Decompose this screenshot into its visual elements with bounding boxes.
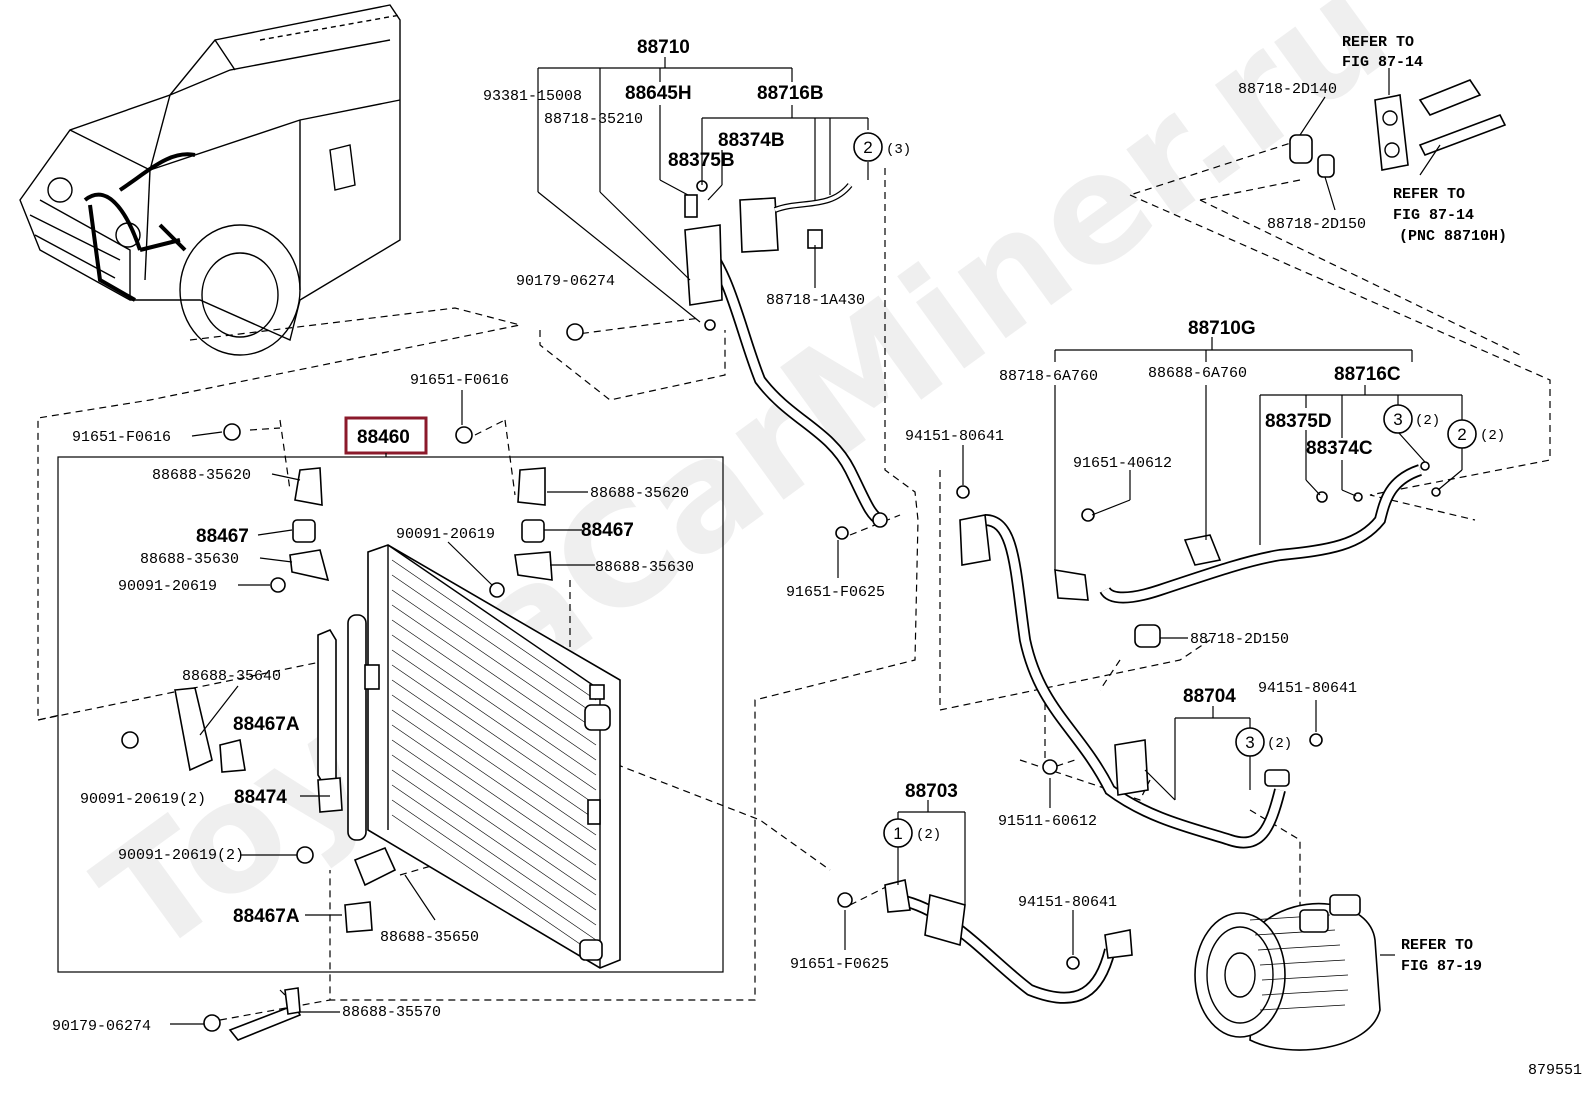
part-label-90179-06274[interactable]: 90179-06274 xyxy=(52,1018,151,1035)
part-label-88716b[interactable]: 88716B xyxy=(757,83,824,104)
hose-88704 xyxy=(956,485,1323,849)
refer-note-line[interactable]: FIG 87-14 xyxy=(1342,54,1423,71)
vehicle-illustration xyxy=(19,4,401,356)
part-label-91651-f0616[interactable]: 91651-F0616 xyxy=(72,429,171,446)
part-label-88688-35630[interactable]: 88688-35630 xyxy=(595,559,694,576)
part-labels: 88710 93381-15008 88645H 88716B 88718-35… xyxy=(52,37,1505,1035)
part-label-88704[interactable]: 88704 xyxy=(1183,686,1236,707)
part-label-88688-6a760[interactable]: 88688-6A760 xyxy=(1148,365,1247,382)
part-label-88474[interactable]: 88474 xyxy=(234,787,287,808)
figure-id: 879551 xyxy=(1528,1062,1582,1079)
part-label-88688-35620[interactable]: 88688-35620 xyxy=(152,467,251,484)
refer-note-line[interactable]: (PNC 88710H) xyxy=(1399,228,1507,245)
part-label-94151-80641[interactable]: 94151-80641 xyxy=(1258,680,1357,697)
svg-text:2: 2 xyxy=(863,138,872,157)
qty-label: (2) xyxy=(1415,413,1440,429)
circle-ref-1: 1 xyxy=(883,818,913,848)
circle-ref-2: 2 xyxy=(853,132,883,162)
refer-to-notes: REFER TO FIG 87-14 REFER TO FIG 87-14 (P… xyxy=(1342,34,1507,975)
circle-ref-3: 3 xyxy=(1383,404,1413,434)
part-label-88467a[interactable]: 88467A xyxy=(233,906,300,927)
part-label-91651-f0625[interactable]: 91651-F0625 xyxy=(786,584,885,601)
svg-text:1: 1 xyxy=(893,824,902,843)
leader-lines xyxy=(170,57,1463,1025)
refer-note-line[interactable]: FIG 87-19 xyxy=(1401,958,1482,975)
part-label-91511-60612[interactable]: 91511-60612 xyxy=(998,813,1097,830)
part-label-88718-2d150[interactable]: 88718-2D150 xyxy=(1190,631,1289,648)
part-label-88688-35640[interactable]: 88688-35640 xyxy=(182,668,281,685)
hose-88710 xyxy=(566,180,888,540)
qty-label: (2) xyxy=(1267,736,1292,752)
refer-note-line[interactable]: FIG 87-14 xyxy=(1393,207,1474,224)
circle-ref-3: 3 xyxy=(1235,727,1265,757)
part-label-88710g[interactable]: 88710G xyxy=(1188,318,1256,339)
part-label-90179-06274[interactable]: 90179-06274 xyxy=(516,273,615,290)
qty-label: (2) xyxy=(916,827,941,843)
condenser-assembly-frame xyxy=(57,456,724,973)
part-label-88467a[interactable]: 88467A xyxy=(233,714,300,735)
compressor-illustration xyxy=(1194,894,1381,1051)
part-label-88375b[interactable]: 88375B xyxy=(668,150,735,171)
svg-text:3: 3 xyxy=(1393,410,1402,429)
part-label-90091-20619[interactable]: 90091-20619 xyxy=(396,526,495,543)
part-label-94151-80641[interactable]: 94151-80641 xyxy=(1018,894,1117,911)
part-label-88716c[interactable]: 88716C xyxy=(1334,364,1401,385)
part-label-88375d[interactable]: 88375D xyxy=(1265,411,1332,432)
part-label-91651-f0616[interactable]: 91651-F0616 xyxy=(410,372,509,389)
qty-label: (2) xyxy=(1480,428,1505,444)
lower-bracket xyxy=(203,987,302,1041)
part-label-88718-2d140[interactable]: 88718-2D140 xyxy=(1238,81,1337,98)
qty-circles: 2 3 2 3 1 xyxy=(853,132,1477,848)
part-label-88703[interactable]: 88703 xyxy=(905,781,958,802)
part-label-88718-1a430[interactable]: 88718-1A430 xyxy=(766,292,865,309)
part-label-88718-35210[interactable]: 88718-35210 xyxy=(544,111,643,128)
part-label-91651-40612[interactable]: 91651-40612 xyxy=(1073,455,1172,472)
refer-note-line[interactable]: REFER TO xyxy=(1401,937,1473,954)
part-label-88467[interactable]: 88467 xyxy=(581,520,634,541)
svg-text:3: 3 xyxy=(1245,733,1254,752)
part-label-90091-20619-2[interactable]: 90091-20619(2) xyxy=(80,791,206,808)
hose-88710g xyxy=(1054,461,1441,648)
hose-88703 xyxy=(837,879,1133,1004)
circle-ref-2: 2 xyxy=(1447,419,1477,449)
refer-note-line[interactable]: REFER TO xyxy=(1393,186,1465,203)
part-label-88374c[interactable]: 88374C xyxy=(1306,438,1373,459)
part-label-88688-35650[interactable]: 88688-35650 xyxy=(380,929,479,946)
part-label-88718-2d150[interactable]: 88718-2D150 xyxy=(1267,216,1366,233)
part-label-88688-35620[interactable]: 88688-35620 xyxy=(590,485,689,502)
part-label-88718-6a760[interactable]: 88718-6A760 xyxy=(999,368,1098,385)
part-label-93381-15008[interactable]: 93381-15008 xyxy=(483,88,582,105)
part-label-90091-20619[interactable]: 90091-20619 xyxy=(118,578,217,595)
part-label-88467[interactable]: 88467 xyxy=(196,526,249,547)
part-label-88688-35570[interactable]: 88688-35570 xyxy=(342,1004,441,1021)
part-label-88460[interactable]: 88460 xyxy=(357,427,410,448)
part-label-90091-20619-2[interactable]: 90091-20619(2) xyxy=(118,847,244,864)
condenser-core xyxy=(317,544,621,969)
part-label-94151-80641[interactable]: 94151-80641 xyxy=(905,428,1004,445)
part-label-88645h[interactable]: 88645H xyxy=(625,83,692,104)
part-label-88374b[interactable]: 88374B xyxy=(718,130,785,151)
part-label-88710[interactable]: 88710 xyxy=(637,37,690,58)
part-label-91651-f0625[interactable]: 91651-F0625 xyxy=(790,956,889,973)
refer-note-line[interactable]: REFER TO xyxy=(1342,34,1414,51)
part-label-88688-35630[interactable]: 88688-35630 xyxy=(140,551,239,568)
refer-fittings xyxy=(1289,79,1507,178)
condenser-brackets xyxy=(121,423,553,933)
qty-label: (3) xyxy=(886,142,911,158)
svg-text:2: 2 xyxy=(1457,425,1466,444)
